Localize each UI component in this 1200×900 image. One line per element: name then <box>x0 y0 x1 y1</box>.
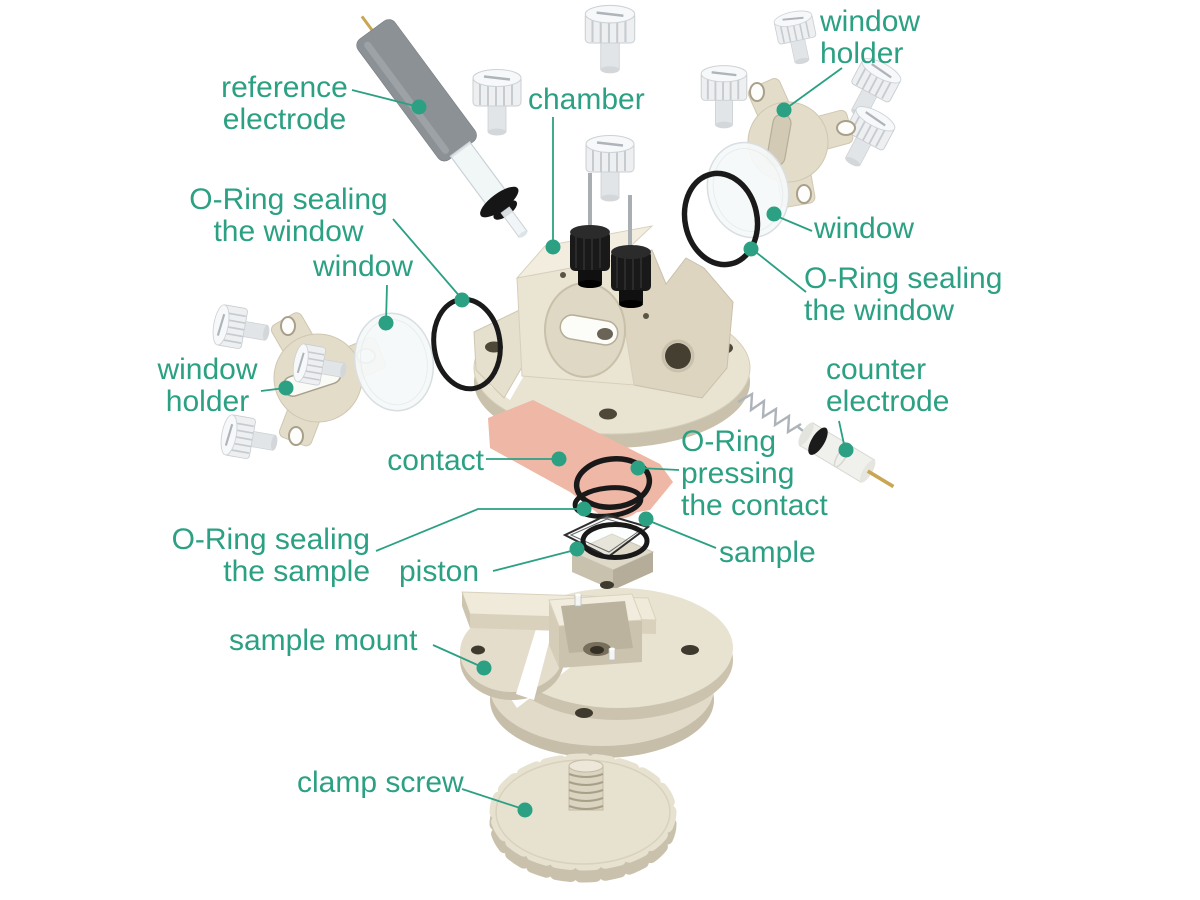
holder-hole <box>749 82 765 102</box>
clamp-screw-part <box>489 753 677 883</box>
label-window-holder-right: window holder <box>820 5 921 70</box>
thumbscrew <box>584 134 636 203</box>
window-holder-left-part <box>270 312 386 447</box>
label-window-right: window <box>814 212 915 245</box>
leader-dot <box>545 239 561 255</box>
leader-line <box>646 519 717 549</box>
leader-dot <box>630 460 646 476</box>
label-piston: piston <box>399 555 480 588</box>
mount-hole <box>575 708 593 718</box>
leader-dot <box>766 206 782 222</box>
leader-dot <box>454 292 470 308</box>
leader-line <box>492 549 576 572</box>
label-contact: contact <box>387 444 484 477</box>
gold-wire <box>360 15 375 33</box>
holder-hole <box>280 316 296 336</box>
sample-mount-part <box>460 581 733 758</box>
o-ring-window-right <box>681 170 761 268</box>
label-window-left: window <box>312 250 414 283</box>
thumbscrew <box>583 4 637 75</box>
label-window-holder-left: window holder <box>157 353 258 418</box>
leader-dot <box>278 380 294 396</box>
leader-dot <box>838 442 854 458</box>
label-counter-electrode: counter electrode <box>826 353 950 418</box>
electrode-o-ring <box>808 427 828 455</box>
reference-electrode-part <box>356 15 528 238</box>
leader-line <box>461 788 524 810</box>
mount-hole <box>471 645 485 655</box>
port-knob <box>570 225 610 288</box>
counter-electrode-port <box>665 343 691 369</box>
thumbscrew <box>471 68 523 137</box>
piston-part <box>570 533 655 590</box>
o-ring-pressing-contact <box>573 456 653 510</box>
holder-hole <box>288 426 304 446</box>
leader-line <box>751 248 807 293</box>
thumbscrew <box>700 64 748 130</box>
holder-hole <box>796 184 812 204</box>
leader-dot <box>476 660 492 676</box>
label-sample: sample <box>719 536 816 569</box>
leader-dots <box>278 99 854 818</box>
mount-pin <box>574 593 582 607</box>
label-oring-window-right: O-Ring sealing the window <box>804 262 1003 327</box>
leader-dot <box>551 451 567 467</box>
leader-dot <box>743 241 759 257</box>
label-chamber: chamber <box>528 83 645 116</box>
leader-line <box>392 218 463 300</box>
leader-dot <box>517 802 533 818</box>
label-oring-window-left: O-Ring sealing the window <box>189 183 388 248</box>
gold-pin <box>866 469 895 489</box>
mount-gap <box>516 608 558 700</box>
leader-dot <box>378 315 394 331</box>
label-oring-pressing-contact: O-Ring pressing the contact <box>681 425 828 522</box>
leader-line <box>351 89 420 108</box>
leader-dot <box>638 511 654 527</box>
holder-hole <box>836 120 856 136</box>
flange-hole <box>599 408 617 420</box>
thumbscrew <box>217 412 282 465</box>
o-ring-sealing-sample <box>580 522 650 560</box>
spring <box>737 391 802 435</box>
leader-line <box>783 67 843 111</box>
leader-dot <box>776 102 792 118</box>
label-sample-mount: sample mount <box>229 624 418 657</box>
electrode-flange <box>480 186 519 218</box>
leader-line <box>638 467 680 471</box>
thumbscrew <box>209 302 274 355</box>
label-clamp-screw: clamp screw <box>297 766 464 799</box>
label-reference-electrode: reference electrode <box>221 71 348 136</box>
mount-pocket <box>561 601 633 653</box>
thumbscrew <box>771 7 823 69</box>
mount-hole <box>681 645 699 655</box>
mount-hole <box>600 581 614 589</box>
leader-dot <box>411 99 427 115</box>
chamber-part <box>473 173 751 448</box>
clamp-thread-post <box>568 765 604 811</box>
leader-dot <box>576 501 592 517</box>
mount-pin <box>608 647 616 661</box>
label-oring-sealing-sample: O-Ring sealing the sample <box>171 523 370 588</box>
leader-dot <box>569 541 585 557</box>
leader-line <box>432 644 483 668</box>
leader-line <box>375 508 582 552</box>
port-knob <box>611 245 651 308</box>
